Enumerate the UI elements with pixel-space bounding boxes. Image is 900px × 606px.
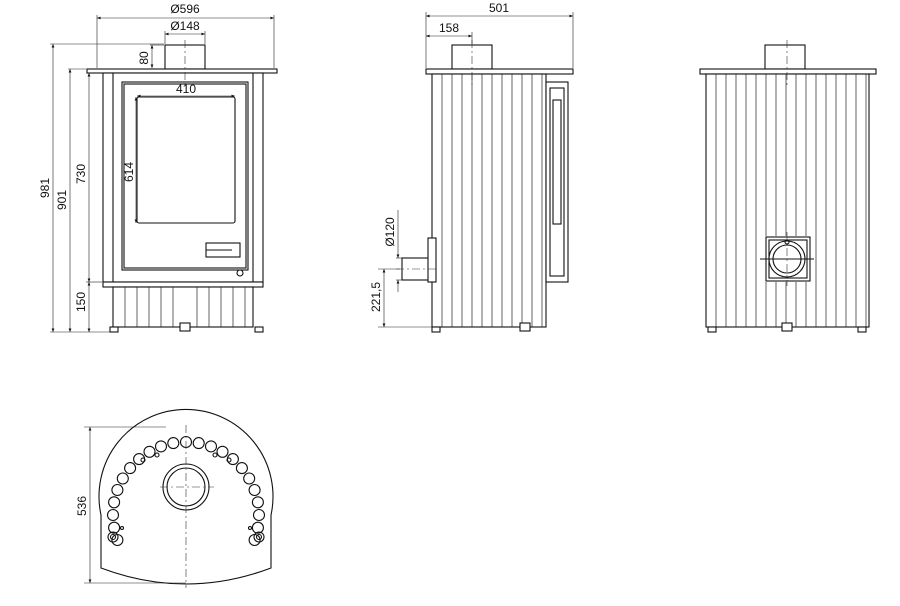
side-flue-offset-label: 158 bbox=[439, 21, 459, 35]
rear-view bbox=[699, 40, 877, 333]
air-hole bbox=[248, 483, 261, 497]
front-view: Ø596 Ø148 80 410 614 981 901 730 150 bbox=[38, 2, 278, 333]
air-hole bbox=[252, 508, 266, 522]
air-hole bbox=[143, 445, 156, 458]
air-hole bbox=[204, 440, 218, 453]
air-hole bbox=[154, 440, 168, 453]
air-hole bbox=[108, 496, 121, 509]
plan-view: 536 bbox=[75, 408, 274, 588]
air-hole bbox=[167, 437, 180, 450]
air-hole bbox=[111, 483, 124, 497]
front-flue-label: Ø148 bbox=[170, 19, 200, 33]
air-hole bbox=[124, 462, 137, 475]
small-hole bbox=[154, 452, 160, 458]
air-hole bbox=[216, 445, 229, 458]
air-hole bbox=[106, 508, 120, 522]
side-depth-label: 501 bbox=[489, 1, 509, 15]
air-hole bbox=[235, 462, 248, 475]
plan-depth-label: 536 bbox=[75, 496, 89, 516]
air-hole bbox=[251, 521, 264, 534]
front-body-label: 730 bbox=[74, 164, 88, 184]
front-glass-width-label: 410 bbox=[176, 82, 196, 96]
air-hole bbox=[251, 496, 264, 509]
front-to-top-label: 901 bbox=[55, 190, 69, 210]
side-outlet-label: Ø120 bbox=[383, 217, 397, 247]
side-view: 501 158 Ø120 221,5 bbox=[369, 1, 574, 333]
small-hole bbox=[140, 457, 146, 463]
air-hole bbox=[192, 437, 205, 450]
front-overall-label: 981 bbox=[38, 178, 52, 198]
small-hole bbox=[212, 452, 218, 458]
air-hole bbox=[108, 521, 121, 534]
air-hole bbox=[243, 472, 256, 485]
air-hole bbox=[116, 472, 129, 485]
front-legs-label: 150 bbox=[74, 292, 88, 312]
front-width-label: Ø596 bbox=[170, 2, 200, 16]
front-collar-label: 80 bbox=[137, 51, 151, 65]
small-hole bbox=[226, 457, 232, 463]
side-outlet-height-label: 221,5 bbox=[369, 282, 383, 312]
front-glass-height-label: 614 bbox=[122, 162, 136, 182]
